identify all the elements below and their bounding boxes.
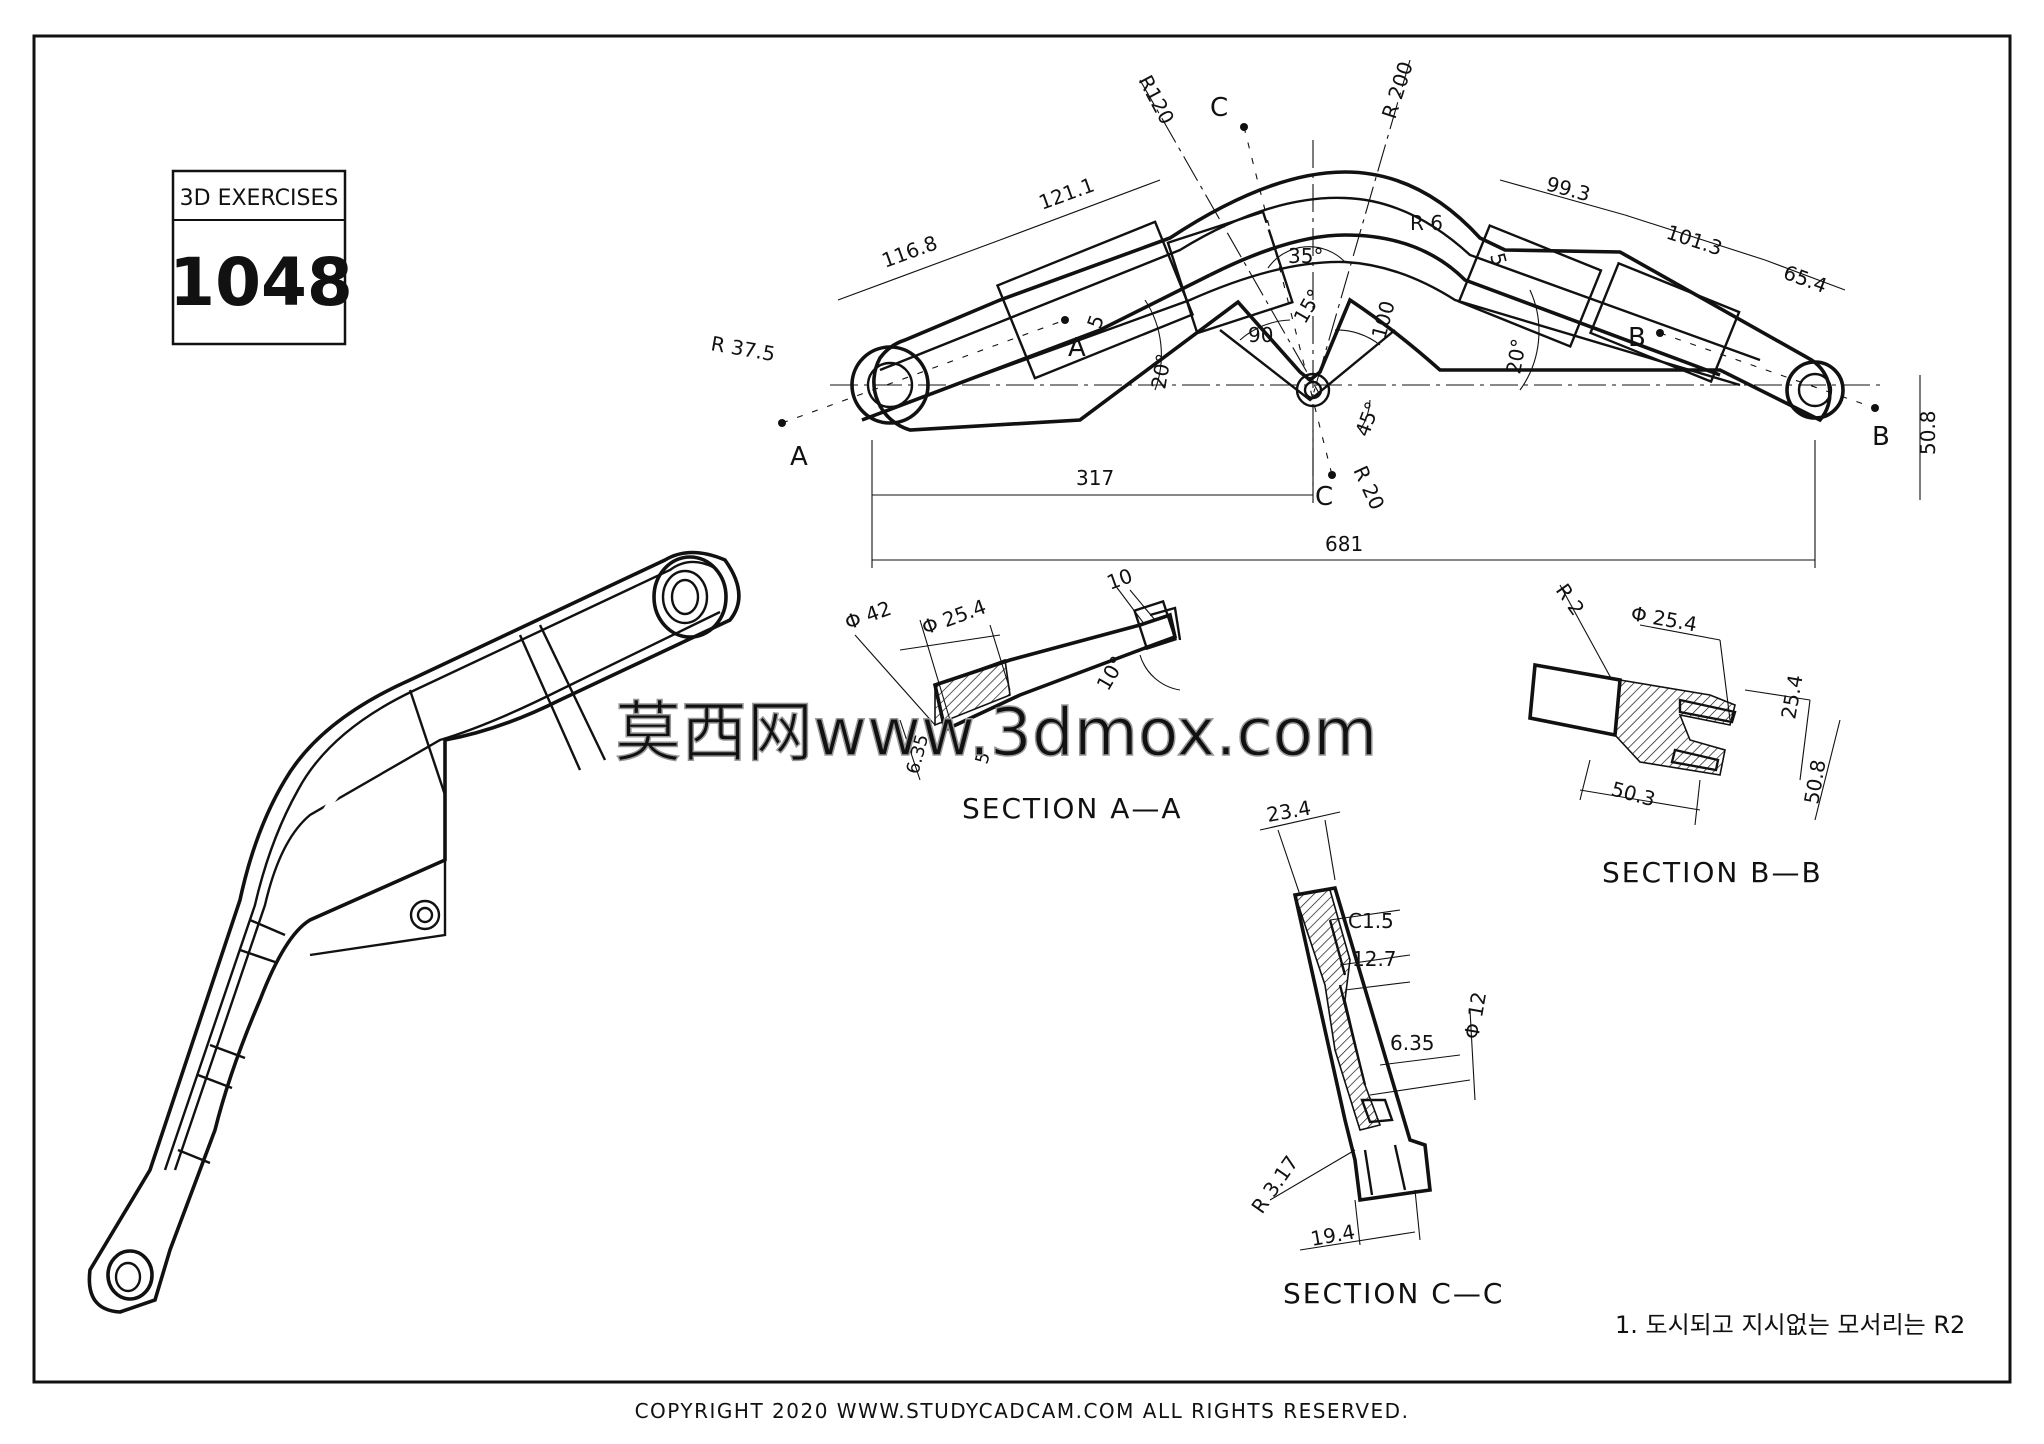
dim-r6: R 6 — [1410, 211, 1443, 235]
dim-r20: R 20 — [1348, 462, 1389, 514]
cc-dim-23-4: 23.4 — [1265, 796, 1313, 827]
section-mark-b-left: B — [1628, 323, 1646, 353]
dim-angle-15: 15° — [1289, 285, 1328, 328]
cc-dim-19-4: 19.4 — [1309, 1220, 1357, 1251]
section-aa-title: SECTION A—A — [962, 792, 1183, 825]
dim-681: 681 — [1325, 532, 1363, 556]
isometric-view — [87, 550, 741, 1314]
dim-5-right: 5 — [1485, 250, 1511, 269]
cc-dim-phi12: Φ 12 — [1459, 990, 1491, 1041]
copyright: COPYRIGHT 2020 WWW.STUDYCADCAM.COM ALL R… — [635, 1399, 1410, 1423]
dim-r37-5: R 37.5 — [709, 331, 777, 366]
dim-100: 100 — [1367, 298, 1400, 341]
aa-dim-10: 10 — [1104, 563, 1136, 594]
bb-dim-r2: R 2 — [1551, 579, 1590, 620]
bb-dim-50-3: 50.3 — [1609, 777, 1658, 812]
watermark: 莫西网www.3dmox.com — [615, 694, 1377, 771]
aa-dim-phi42: Φ 42 — [842, 596, 895, 635]
dim-angle-45: 45° — [1350, 398, 1385, 440]
bb-dim-phi25-4: Φ 25.4 — [1629, 601, 1699, 636]
cc-dim-c1-5: C1.5 — [1348, 909, 1394, 933]
section-mark-c-top: C — [1210, 93, 1228, 123]
cc-dim-r3-17: R 3.17 — [1246, 1151, 1303, 1218]
section-mark-c-bottom: C — [1315, 482, 1333, 512]
exercise-header: 3D EXERCISES — [180, 186, 339, 211]
bb-dim-50-8: 50.8 — [1799, 758, 1830, 806]
aa-dim-phi25-4: Φ 25.4 — [919, 594, 990, 639]
dim-angle-35: 35° — [1288, 244, 1323, 268]
dim-99-3: 99.3 — [1544, 172, 1593, 207]
section-bb-title: SECTION B—B — [1602, 856, 1823, 889]
dim-50-8: 50.8 — [1916, 410, 1940, 455]
section-cc-title: SECTION C—C — [1283, 1277, 1504, 1310]
cc-dim-12-7: 12.7 — [1352, 947, 1397, 971]
top-view: A A B B C C R 37.5 R120 R 200 R 6 116.8 … — [709, 59, 1940, 568]
dim-5-left: 5 — [1082, 312, 1109, 332]
section-mark-a-left: A — [790, 442, 808, 472]
bb-dim-25-4: 25.4 — [1776, 673, 1807, 721]
dim-angle-90: 90 — [1248, 323, 1273, 347]
dim-r200: R 200 — [1377, 59, 1418, 122]
section-mark-a-right: A — [1068, 333, 1086, 363]
exercise-box: 3D EXERCISES 1048 — [169, 169, 353, 346]
dim-r120: R120 — [1134, 71, 1180, 128]
drawing-note: 1. 도시되고 지시없는 모서리는 R2 — [1615, 1311, 1965, 1339]
exercise-number: 1048 — [169, 244, 353, 321]
dim-121-1: 121.1 — [1036, 173, 1098, 215]
dim-317: 317 — [1076, 466, 1114, 490]
section-cc: 23.4 C1.5 12.7 Φ 12 6.35 R 3.17 19.4 SEC… — [1246, 796, 1504, 1310]
cc-dim-6-35: 6.35 — [1390, 1031, 1435, 1055]
aa-dim-angle-10: 10° — [1092, 652, 1131, 695]
section-bb: R 2 Φ 25.4 25.4 50.8 50.3 SECTION B—B — [1528, 579, 1841, 889]
aa-dim-5: 5 — [972, 750, 995, 766]
dim-65-4: 65.4 — [1780, 260, 1830, 298]
section-mark-b-right: B — [1872, 422, 1890, 452]
sheet-border — [32, 34, 2012, 1384]
dim-angle-20-left: 20° — [1146, 352, 1176, 391]
dim-101-3: 101.3 — [1663, 220, 1725, 261]
dim-116-8: 116.8 — [879, 231, 941, 273]
